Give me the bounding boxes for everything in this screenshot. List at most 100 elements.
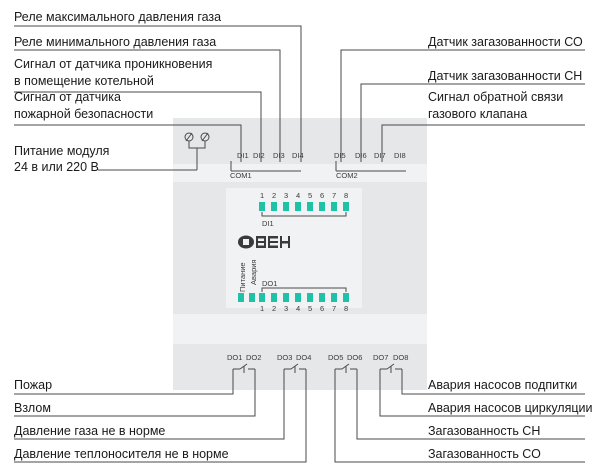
- top-terminal-strip: [173, 164, 427, 182]
- di-led-8: [343, 202, 349, 211]
- di-led-2: [271, 202, 277, 211]
- do-led-3: [283, 293, 289, 302]
- relay-contact-2: [283, 363, 307, 375]
- label-power-2: 24 в или 220 В: [14, 160, 99, 174]
- do-led-8: [343, 293, 349, 302]
- do-led-5: [307, 293, 313, 302]
- com-bus-lines: [230, 161, 406, 172]
- label-co-gas-level: Загазованность СО: [428, 447, 541, 461]
- do-led-1: [259, 293, 265, 302]
- leader-line-12: [401, 375, 585, 395]
- label-makeup-pump-fault: Авария насосов подпитки: [428, 378, 578, 392]
- label-fire-sensor-2: пожарной безопасности: [14, 107, 154, 121]
- com1-label: COM1: [230, 171, 252, 180]
- label-fire: Пожар: [14, 378, 53, 392]
- leader-line-4: [14, 124, 242, 162]
- di-led-1: [259, 202, 265, 211]
- do-led-number-4: 4: [296, 304, 300, 313]
- di-led-number-2: 2: [272, 191, 276, 200]
- label-intrusion-sensor-2: в помещение котельной: [14, 74, 154, 88]
- com2-label: COM2: [336, 171, 358, 180]
- di-terminal-2: DI2: [253, 151, 265, 160]
- leader-line-11: [14, 375, 307, 463]
- label-coolant-pressure-fault: Давление теплоносителя не в норме: [14, 447, 229, 461]
- oven-logo: [238, 235, 290, 249]
- leader-lines: [14, 25, 585, 463]
- di-terminal-4: DI4: [292, 151, 304, 160]
- leader-line-5: [340, 49, 585, 162]
- label-valve-feedback-1: Сигнал обратной связи: [428, 90, 564, 104]
- do-led-6: [319, 293, 325, 302]
- leader-line-9: [14, 375, 256, 417]
- label-ch-gas-level: Загазованность СН: [428, 424, 541, 438]
- leader-line-1: [14, 25, 302, 162]
- power-terminal-icon: [98, 132, 210, 171]
- label-ch-sensor: Датчик загазованности СН: [428, 69, 583, 83]
- leader-line-3: [14, 91, 262, 162]
- do-led-number-5: 5: [308, 304, 312, 313]
- do-terminal-4: DO4: [296, 353, 311, 362]
- di-led-number-1: 1: [260, 191, 264, 200]
- do-led-number-2: 2: [272, 304, 276, 313]
- di-led-number-5: 5: [308, 191, 312, 200]
- leader-line-7: [381, 124, 585, 162]
- label-fire-sensor-1: Сигнал от датчика: [14, 90, 121, 104]
- do-group-label: DO1: [262, 279, 277, 288]
- do-led-number-1: 1: [260, 304, 264, 313]
- leader-line-13: [379, 375, 585, 417]
- do-led-number-3: 3: [284, 304, 288, 313]
- do-terminal-6: DO6: [347, 353, 362, 362]
- bottom-panel: [173, 314, 427, 344]
- do-terminal-5: DO5: [328, 353, 343, 362]
- di-terminal-5: DI5: [334, 151, 346, 160]
- di-led-5: [307, 202, 313, 211]
- do-led-2: [271, 293, 277, 302]
- label-co-sensor: Датчик загазованности СО: [428, 35, 583, 49]
- bottom-terminal-block: [173, 344, 427, 390]
- di-terminal-7: DI7: [374, 151, 386, 160]
- do-terminal-7: DO7: [373, 353, 388, 362]
- label-valve-feedback-2: газового клапана: [428, 107, 528, 121]
- leader-line-2: [14, 49, 281, 162]
- label-breakin: Взлом: [14, 401, 51, 415]
- di-group-label: DI1: [262, 219, 274, 228]
- do-led-7: [331, 293, 337, 302]
- do-led-4: [295, 293, 301, 302]
- label-power-1: Питание модуля: [14, 144, 110, 158]
- di-terminal-3: DI3: [273, 151, 285, 160]
- leader-line-8: [14, 375, 234, 395]
- di-led-4: [295, 202, 301, 211]
- do-terminal-8: DO8: [393, 353, 408, 362]
- do-terminal-labels: DO1 DO2 DO3 DO4 DO5 DO6 DO7 DO8: [227, 353, 408, 362]
- leader-line-15: [334, 375, 585, 463]
- do-led-number-8: 8: [344, 304, 348, 313]
- di-led-7: [331, 202, 337, 211]
- alarm-led: [249, 293, 255, 302]
- di-led-3: [283, 202, 289, 211]
- power-led: [238, 293, 244, 302]
- power-status-label: Питание: [238, 262, 247, 292]
- di-led-number-3: 3: [284, 191, 288, 200]
- do-terminal-1: DO1: [227, 353, 242, 362]
- leader-line-14: [356, 375, 585, 440]
- relay-contact-1: [232, 363, 256, 375]
- module-housing: [173, 118, 427, 390]
- di-led-6: [319, 202, 325, 211]
- do-led-number-7: 7: [332, 304, 336, 313]
- do-led-number-6: 6: [320, 304, 324, 313]
- label-gas-pressure-fault: Давление газа не в норме: [14, 424, 166, 438]
- di-terminal-8: DI8: [394, 151, 406, 160]
- di-led-number-8: 8: [344, 191, 348, 200]
- relay-contact-3: [334, 363, 358, 375]
- di-led-number-7: 7: [332, 191, 336, 200]
- label-max-gas-pressure: Реле максимального давления газа: [14, 10, 222, 24]
- di-led-number-4: 4: [296, 191, 300, 200]
- do-terminal-2: DO2: [246, 353, 261, 362]
- do-terminal-3: DO3: [277, 353, 292, 362]
- top-terminal-block: [173, 118, 427, 164]
- label-circulation-pump-fault: Авария насосов циркуляции: [428, 401, 593, 415]
- label-min-gas-pressure: Реле минимального давления газа: [14, 35, 217, 49]
